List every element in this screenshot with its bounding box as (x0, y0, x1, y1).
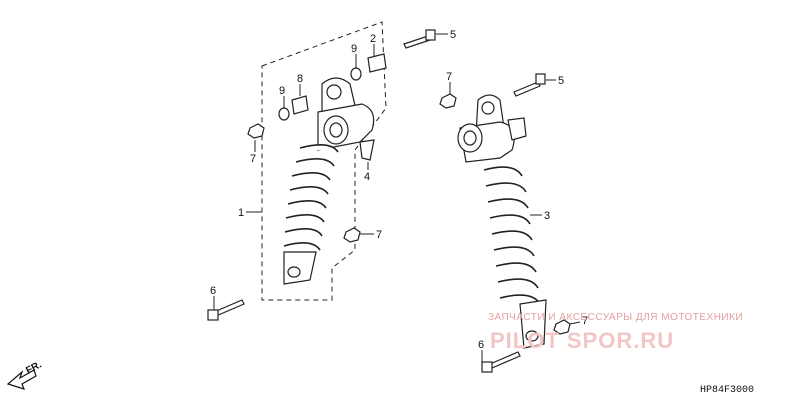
callout-7: 7 (376, 229, 382, 241)
callout-5: 5 (450, 29, 456, 41)
callout-7: 7 (250, 153, 256, 165)
shock-absorber-right (457, 94, 547, 349)
assembly-boundary-left (261, 21, 387, 301)
callout-2: 2 (370, 33, 376, 45)
hardware-left (207, 29, 436, 321)
fr-label: FR. (24, 359, 44, 376)
callout-labels: 5 2 9 8 9 7 1 4 7 6 5 7 3 7 6 (210, 29, 588, 351)
callout-5: 5 (558, 75, 564, 87)
shock-absorber-left (283, 77, 375, 285)
callout-3: 3 (544, 210, 550, 222)
callout-7: 7 (582, 315, 588, 327)
callout-7: 7 (446, 71, 452, 83)
callout-9: 9 (351, 43, 357, 55)
callout-6: 6 (210, 285, 216, 297)
callout-8: 8 (297, 73, 303, 85)
callout-9: 9 (279, 85, 285, 97)
callout-1: 1 (238, 207, 244, 219)
callout-6: 6 (478, 339, 484, 351)
watermark-logo: PILOT SPOR.RU (490, 328, 674, 353)
callout-4: 4 (364, 171, 370, 183)
hardware-right (439, 73, 571, 373)
diagram-code: HP84F3000 (700, 385, 754, 396)
watermark-text: ЗАПЧАСТИ И АКСЕССУАРЫ ДЛЯ МОТОТЕХНИКИ (488, 312, 743, 323)
fr-direction-arrow: FR. (6, 359, 44, 390)
leader-lines (213, 33, 581, 362)
